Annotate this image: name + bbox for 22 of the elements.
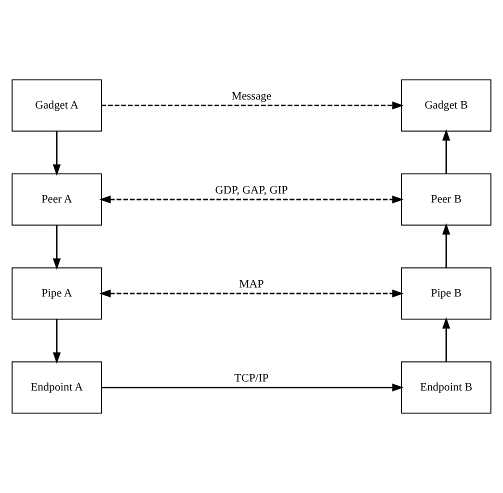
node-box: Peer B bbox=[401, 173, 492, 226]
node-box: Gadget B bbox=[401, 79, 492, 132]
arrow bbox=[99, 195, 404, 204]
node-box: Endpoint A bbox=[12, 361, 102, 414]
node-box: Pipe A bbox=[12, 267, 102, 320]
arrow bbox=[52, 131, 61, 176]
edge-label: GDP, GAP, GIP bbox=[215, 184, 288, 196]
node-box: Peer A bbox=[12, 173, 102, 226]
edge-label: Message bbox=[232, 90, 272, 102]
arrow bbox=[101, 101, 404, 110]
node-box: Pipe B bbox=[401, 267, 492, 320]
arrow bbox=[101, 384, 404, 392]
arrow bbox=[442, 223, 450, 268]
arrow bbox=[52, 225, 61, 270]
arrow bbox=[99, 290, 404, 298]
node-box: Endpoint B bbox=[401, 361, 492, 414]
edge-label: TCP/IP bbox=[234, 372, 269, 384]
arrow bbox=[442, 129, 450, 174]
edge-label: MAP bbox=[239, 278, 264, 290]
arrow bbox=[442, 317, 450, 362]
node-box: Gadget A bbox=[12, 79, 102, 132]
arrow bbox=[52, 319, 61, 364]
